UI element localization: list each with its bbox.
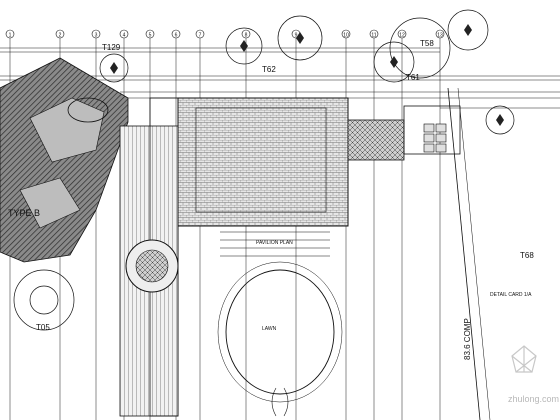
grid-marker [55, 29, 65, 39]
detail-note: DETAIL CARD 1/A [490, 292, 532, 298]
grid-marker [241, 29, 251, 39]
grid-marker-label: 1 [9, 33, 12, 39]
grid-marker-label: 6 [175, 33, 178, 39]
grid-marker [145, 29, 155, 39]
pavilion-inner [195, 107, 327, 213]
oval-court [67, 97, 109, 123]
label-t58: T58 [420, 39, 434, 48]
grid-marker [5, 29, 15, 39]
diagonal-road-edge [457, 87, 491, 420]
label-t05: T05 [36, 323, 50, 332]
east-wing [347, 119, 405, 161]
dimension-label: 83.6 COMP [463, 318, 472, 360]
pavilion-note: PAVILION PLAN [256, 240, 293, 246]
lawn-note: LAWN [262, 326, 277, 332]
lawn-circle [225, 269, 335, 395]
grid-marker-label: 12 [399, 33, 405, 39]
grid-marker-label: 5 [149, 33, 152, 39]
label-t62: T62 [262, 65, 276, 74]
building-inner-detail [19, 97, 105, 229]
diagonal-road [447, 87, 481, 420]
grid-marker [341, 29, 351, 39]
label-t68: T68 [520, 251, 534, 260]
east-terrace [403, 105, 461, 155]
plaza-steps [220, 231, 330, 257]
grid-marker [195, 29, 205, 39]
grid-marker-label: 2 [59, 33, 62, 39]
tree-canopies [13, 9, 515, 331]
fountain-inner [135, 249, 169, 283]
watermark-text: zhulong.com [508, 394, 559, 404]
grid-marker [397, 29, 407, 39]
lawn-path [271, 387, 289, 417]
grid-marker-label: 7 [199, 33, 202, 39]
grid-marker [119, 29, 129, 39]
lawn-circle-outer [217, 261, 343, 403]
label-type-b: TYPE B [8, 208, 40, 218]
grid-marker [171, 29, 181, 39]
grid-marker-label: 11 [371, 33, 376, 39]
grid-marker [91, 29, 101, 39]
tree-trunk-marks [110, 24, 504, 126]
grid-marker-label: 8 [245, 33, 248, 39]
terrace-grid [423, 123, 447, 153]
grid-marker [435, 29, 445, 39]
grid-marker-label: 9 [295, 33, 298, 39]
grid-marker [369, 29, 379, 39]
label-t129: T129 [102, 43, 121, 52]
grid-marker-label: 3 [95, 33, 98, 39]
paved-plaza [177, 97, 349, 227]
grid-marker-label: 13 [437, 33, 443, 39]
watermark: zhulong.com [508, 345, 559, 404]
label-t61: T61 [406, 73, 420, 82]
grid-marker-label: 10 [343, 33, 349, 39]
grid-marker-label: 4 [123, 33, 126, 39]
zhulong-logo-icon [511, 345, 537, 373]
hatched-building [0, 57, 129, 263]
